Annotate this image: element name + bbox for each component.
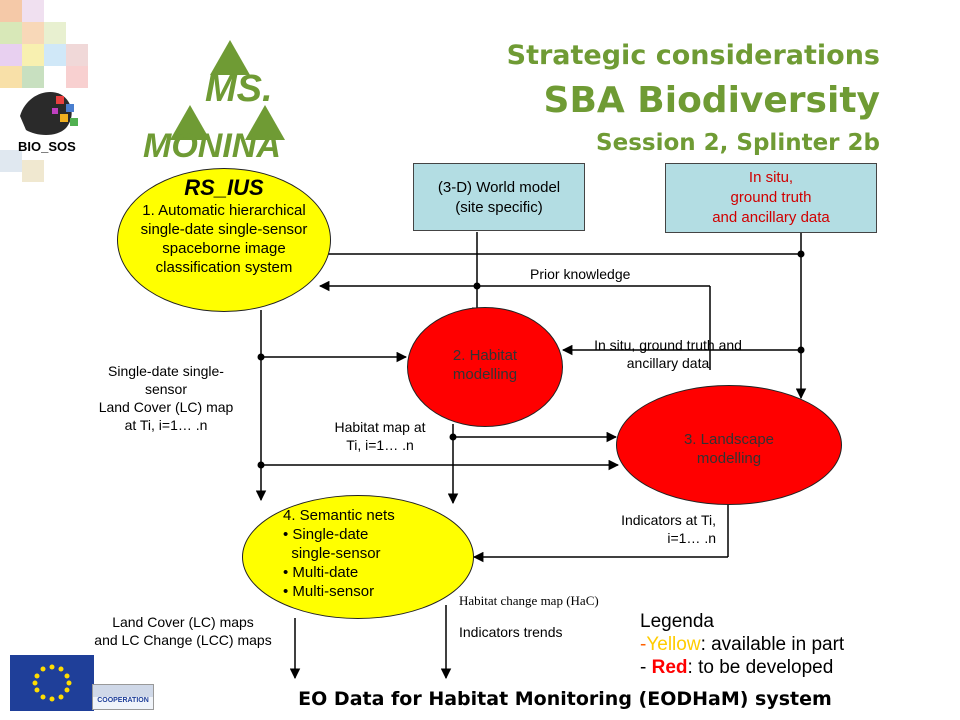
in-situ-line-1: In situ, [748,169,794,186]
lc-maps-output-label: Land Cover (LC) maps and LC Change (LCC)… [78,613,288,649]
indicators-ti-line-1: Indicators at Ti, [621,512,716,528]
title-line-1: Strategic considerations [506,40,880,71]
in-situ-line-2: ground truth [730,189,812,206]
world-model-box: (3-D) World model (site specific) [413,163,585,231]
in-situ-line-label: In situ, ground truth and ancillary data [578,336,758,372]
habitat-map-line-1: Habitat map at [334,419,426,435]
legend-red-text: : to be developed [687,657,834,678]
rs-ius-line-4: classification system [155,259,293,276]
legend-title: Legenda [640,611,714,632]
rs-ius-title: RS_IUS [184,175,264,200]
monina-logo-text: MONINA [143,127,281,163]
habitat-map-line-2: Ti, i=1… .n [346,437,414,453]
habitat-map-label: Habitat map at Ti, i=1… .n [320,418,440,454]
in-situ-line-3: and ancillary data [712,209,830,226]
rs-ius-line-2: single-date single-sensor [140,221,308,238]
habitat-change-label: Habitat change map (HaC) [459,593,599,608]
rs-ius-line-3: spaceborne image [162,240,286,257]
in-situ-label-line-1: In situ, ground truth and [594,337,742,353]
lc-maps-output-line-1: Land Cover (LC) maps [112,614,254,630]
lc-map-line-2: sensor [144,381,188,397]
legend: Legenda -Yellow: available in part - Red… [640,610,844,679]
cooperation-logo-band [93,685,153,697]
mosaic-decoration [0,0,88,182]
legend-yellow-word: Yellow [646,634,701,655]
landscape-modelling-ellipse: 3. Landscape modelling [616,385,842,505]
legend-yellow-text: : available in part [700,634,845,655]
semantic-nets-item: • Multi-date [283,564,359,581]
in-situ-label-line-2: ancillary data [626,355,710,371]
legend-yellow-prefix: - [640,634,647,655]
habitat-modelling-ellipse: 2. Habitat modelling [407,307,563,427]
lc-map-line-1: Single-date single- [108,363,224,379]
legend-red-word: Red [651,657,688,678]
ms-monina-logo: MS. MONINA [143,40,285,163]
bio-sos-logo [20,92,78,135]
title-line-3: Session 2, Splinter 2b [596,130,880,156]
semantic-nets-item: • Multi-sensor [283,583,375,600]
eu-flag-icon [10,655,94,711]
legend-red: - Red: to be developed [640,656,844,679]
lc-map-line-4: at Ti, i=1… .n [124,417,208,433]
indicators-trends-label: Indicators trends [459,624,563,640]
ms-logo-text: MS. [205,68,273,110]
indicators-ti-label: Indicators at Ti, i=1… .n [596,511,716,547]
semantic-nets-title: 4. Semantic nets [283,507,395,524]
indicators-ti-line-2: i=1… .n [667,530,716,546]
rs-ius-line-1: 1. Automatic hierarchical [142,202,306,219]
lc-map-label: Single-date single- sensor Land Cover (L… [76,362,256,434]
cooperation-logo: COOPERATION [92,684,154,710]
lc-maps-output-line-2: and LC Change (LCC) maps [94,632,272,648]
habitat-modelling-line-1: 2. Habitat [452,347,518,364]
prior-knowledge-label: Prior knowledge [530,266,631,282]
legend-red-prefix: - [640,657,652,678]
landscape-modelling-line-2: modelling [696,450,762,467]
footer-title: EO Data for Habitat Monitoring (EODHaM) … [298,688,832,710]
world-model-line-2: (site specific) [455,199,543,216]
title-line-2: SBA Biodiversity [543,80,880,121]
landscape-modelling-line-1: 3. Landscape [683,431,775,448]
legend-yellow: -Yellow: available in part [640,633,844,656]
cooperation-label: COOPERATION [97,697,149,704]
lc-map-line-3: Land Cover (LC) map [98,399,234,415]
world-model-line-1: (3-D) World model [437,179,561,196]
semantic-nets-item: single-sensor [283,545,381,562]
in-situ-box: In situ, ground truth and ancillary data [665,163,877,233]
semantic-nets-ellipse: 4. Semantic nets • Single-date single-se… [242,495,474,619]
habitat-modelling-line-2: modelling [452,366,518,383]
bio-sos-label: BIO_SOS [18,139,76,154]
semantic-nets-item: • Single-date [283,526,369,543]
rs-ius-ellipse: RS_IUS 1. Automatic hierarchical single-… [117,168,331,312]
